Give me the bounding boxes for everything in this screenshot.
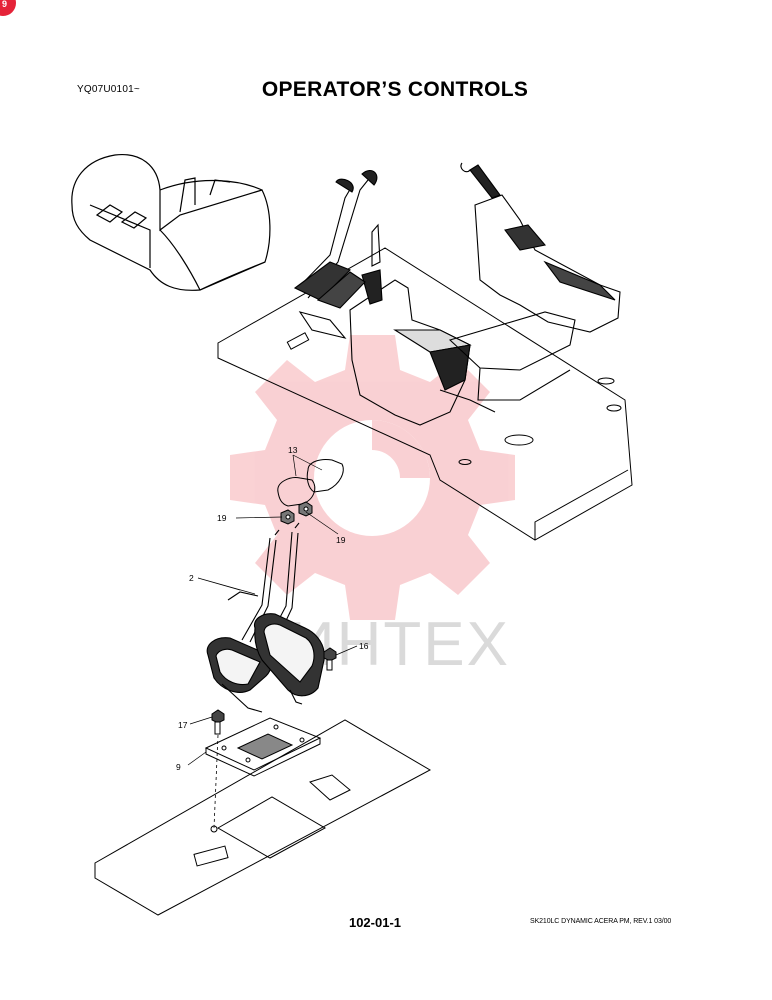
leader-lines [187,454,358,766]
lower-floor-plate [94,719,432,916]
footer-reference: SK210LC DYNAMIC ACERA PM, REV.1 03/00 [530,918,672,925]
travel-pedal-lever-assembly [206,522,325,713]
page-title: OPERATOR’S CONTROLS [261,78,529,101]
watermark-gear-logo [230,335,515,620]
nut-parts [280,501,313,525]
console-assembly [293,162,621,426]
part-code: YQ07U0101~ [77,84,140,95]
page-number: 102-01-1 [348,915,402,930]
operator-seat [71,153,271,291]
callout-2: 2 [189,573,194,583]
upper-floor-plate [217,247,633,541]
callout-19-left: 19 [217,513,227,523]
corner-badge-text: 9 [2,0,8,9]
callout-16: 16 [359,641,369,651]
callout-9: 9 [176,762,181,772]
callout-13: 13 [288,445,298,455]
assembly-guide-line [213,734,219,829]
callout-17: 17 [178,720,188,730]
callout-19-right: 19 [336,535,346,545]
bolt-16-part [323,647,337,671]
bolt-17-part [211,709,225,735]
corner-badge: 9 [0,0,16,16]
watermark-text: ИНТЕХ [290,610,510,679]
lever-head-parts [277,459,344,507]
